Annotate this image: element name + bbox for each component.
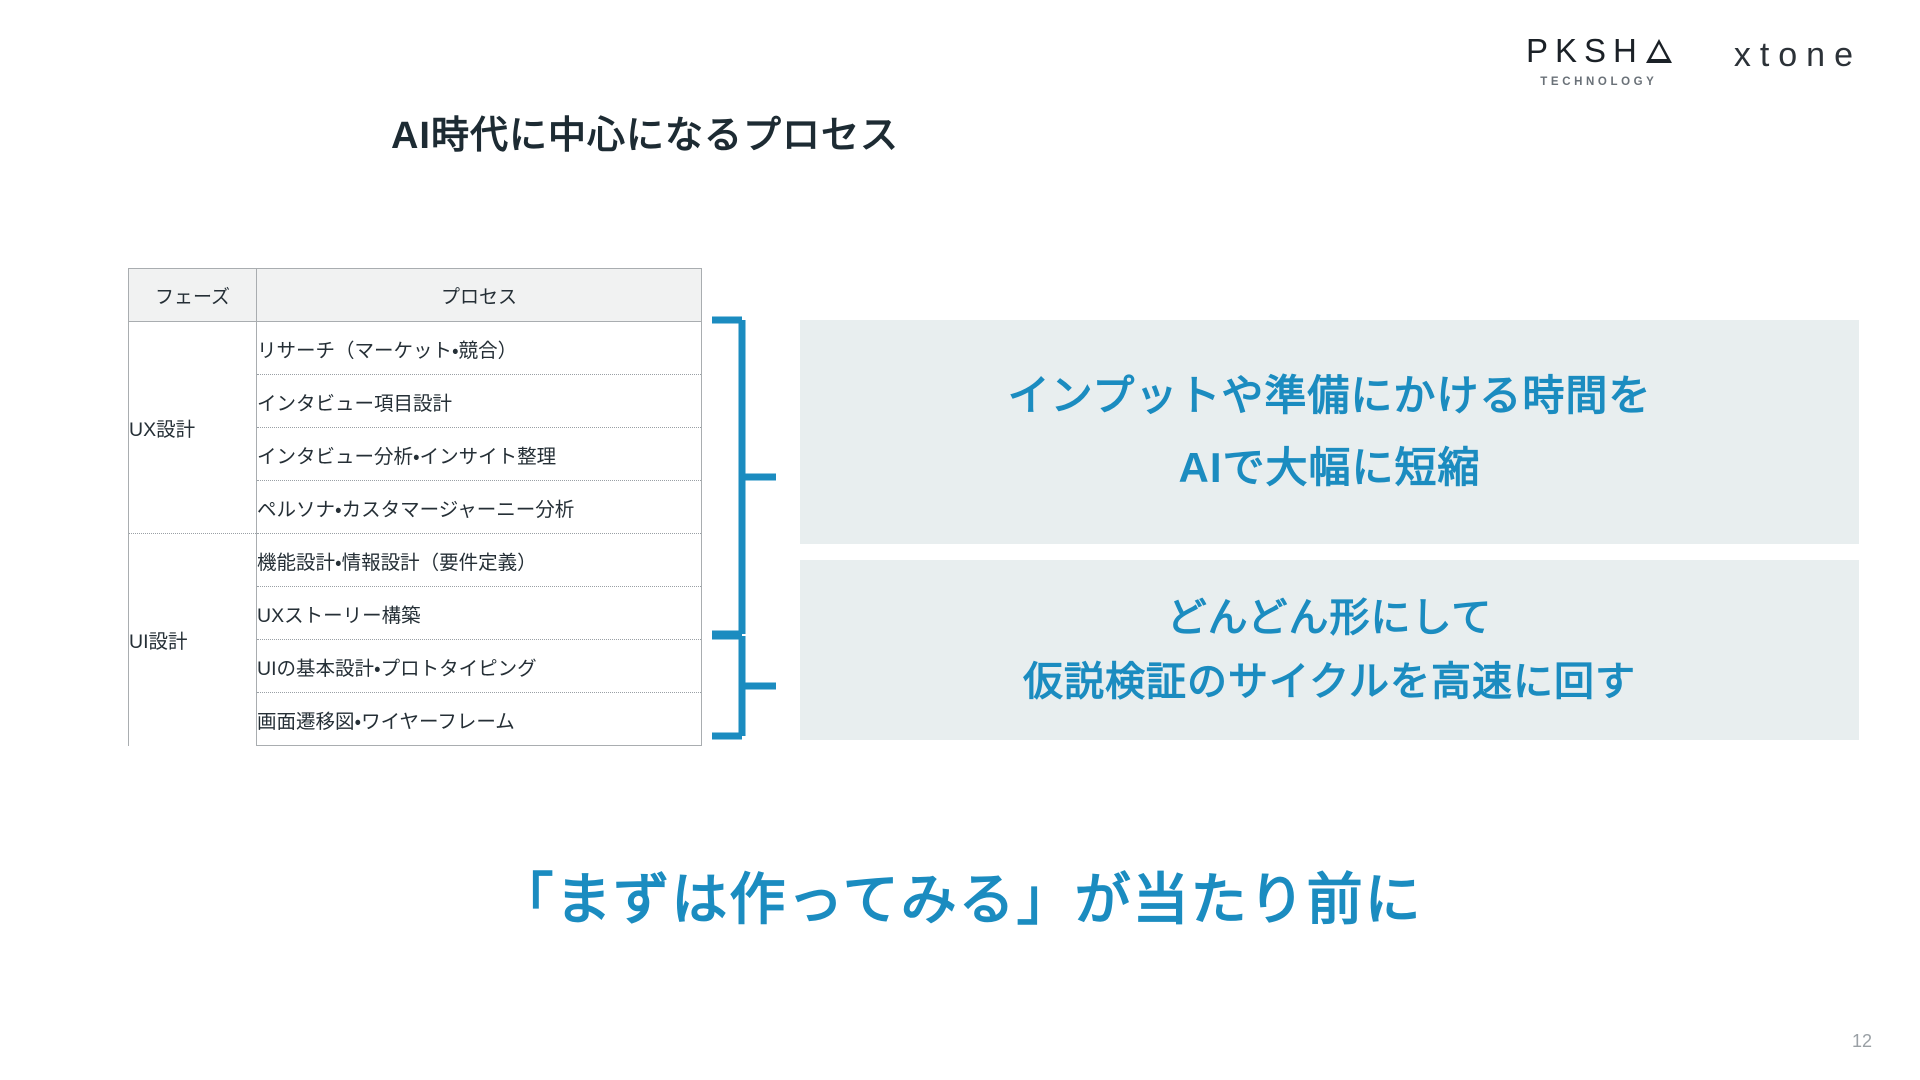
table-row: ペルソナ・カスタマージャーニー分析 — [129, 480, 702, 534]
table-row: UIの基本設計・プロトタイピング — [129, 639, 702, 693]
callout-line: AIで大幅に短縮 — [1178, 444, 1481, 491]
table-row: 画面遷移図・ワイヤーフレーム — [129, 692, 702, 746]
pksha-logo: PKSH TECHNOLOGY — [1526, 34, 1672, 88]
xtone-logo: xtone — [1733, 36, 1862, 74]
process-table: フェーズ プロセス UX設計 リサーチ（マーケット・競合） インタビュー項目設計… — [128, 268, 702, 746]
callout-box-ui: どんどん形にして 仮説検証のサイクルを高速に回す — [800, 560, 1859, 740]
bottom-headline: 「まずは作ってみる」が当たり前に — [497, 868, 1423, 931]
process-cell: インタビュー分析・インサイト整理 — [256, 427, 702, 481]
process-cell: UXストーリー構築 — [256, 586, 702, 640]
delta-a-icon — [1645, 39, 1672, 63]
callout-line: 仮説検証のサイクルを高速に回す — [1023, 660, 1636, 704]
table-row: UI設計 機能設計・情報設計（要件定義） — [128, 533, 702, 746]
pksha-subtitle: TECHNOLOGY — [1540, 76, 1658, 88]
table-header-process: プロセス — [256, 268, 702, 322]
pksha-wordmark-text: PKSH — [1525, 32, 1644, 69]
phase-cell-ui: UI設計 — [128, 533, 257, 746]
page-title: AI時代に中心になるプロセス — [390, 115, 899, 157]
bracket-connector-bottom — [708, 630, 808, 742]
callout-line: どんどん形にして — [1166, 596, 1493, 640]
phase-cell-ux: UX設計 — [128, 321, 257, 534]
callout-line: インプットや準備にかける時間を — [1007, 371, 1652, 419]
table-header-phase: フェーズ — [128, 268, 257, 322]
callout-box-ux: インプットや準備にかける時間を AIで大幅に短縮 — [800, 320, 1859, 544]
process-cell: インタビュー項目設計 — [256, 374, 702, 428]
table-row: インタビュー分析・インサイト整理 — [129, 427, 702, 481]
process-cell: ペルソナ・カスタマージャーニー分析 — [256, 480, 702, 534]
process-cell: リサーチ（マーケット・競合） — [256, 321, 702, 375]
bracket-connector-top — [708, 312, 808, 642]
process-cell: UIの基本設計・プロトタイピング — [256, 639, 702, 693]
logo-bar: PKSH TECHNOLOGY xtone — [1526, 34, 1862, 88]
table-header-row: フェーズ プロセス — [128, 268, 702, 322]
page-number: 12 — [1851, 1031, 1872, 1051]
process-cell: 画面遷移図・ワイヤーフレーム — [256, 692, 702, 746]
table-row: UX設計 リサーチ（マーケット・競合） — [128, 321, 702, 534]
table-row: UXストーリー構築 — [129, 586, 702, 640]
table-row: インタビュー項目設計 — [129, 374, 702, 428]
pksha-wordmark: PKSH — [1526, 34, 1672, 67]
process-cell: 機能設計・情報設計（要件定義） — [256, 533, 702, 587]
